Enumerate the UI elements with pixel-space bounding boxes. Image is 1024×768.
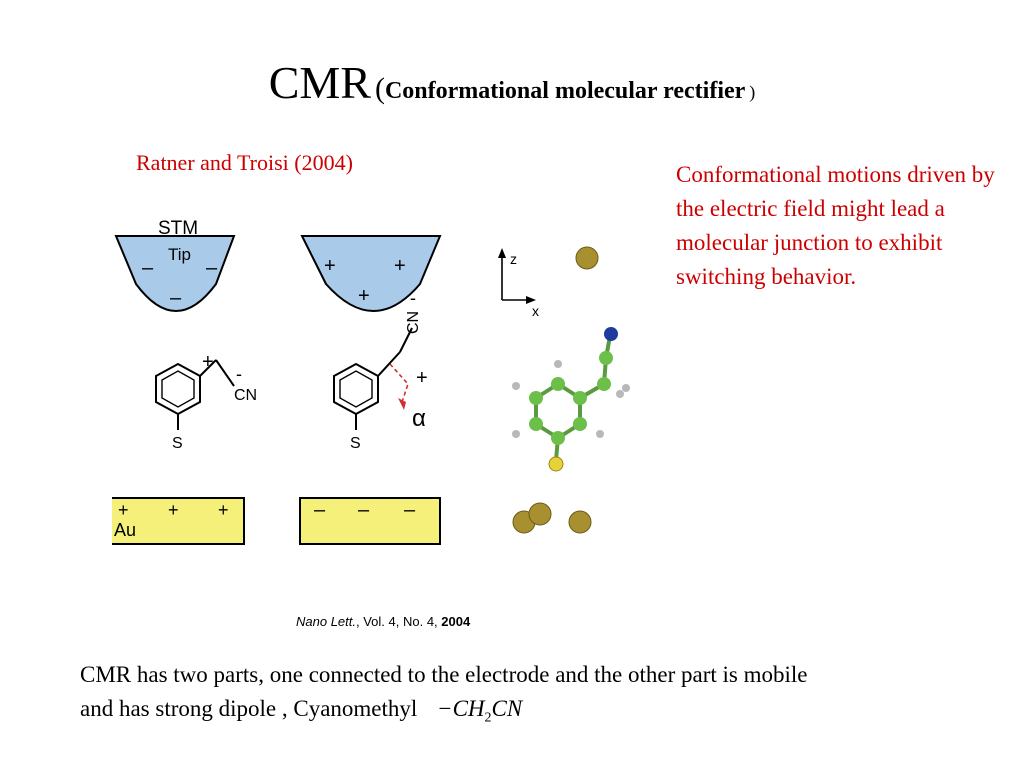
carbon-atom-6 xyxy=(529,391,543,405)
body-text: CMR has two parts, one connected to the … xyxy=(80,662,808,721)
reference-journal: Nano Lett. xyxy=(296,614,356,629)
tip-left-minus-3: – xyxy=(170,287,182,309)
au-right-minus-1: – xyxy=(314,499,326,521)
tip-right-plus-3: + xyxy=(358,285,370,307)
au-left-plus-2: + xyxy=(168,500,179,520)
title-close-paren: ) xyxy=(749,82,756,102)
au-electrode-left xyxy=(109,497,245,545)
tip-right-plus-1: + xyxy=(324,255,336,277)
slide-title: CMR (Conformational molecular rectifier … xyxy=(0,56,1024,109)
stm-tip-left xyxy=(114,235,236,312)
reference-details: , Vol. 4, No. 4, xyxy=(356,614,442,629)
carbon-atom-5 xyxy=(529,417,543,431)
hydrogen-atom-1 xyxy=(512,382,520,390)
sulfur-atom xyxy=(548,456,564,472)
mol-right-plus: + xyxy=(416,367,428,389)
axis-z-arrow xyxy=(498,248,506,258)
carbon-atom-2 xyxy=(573,391,587,405)
body-paragraph: CMR has two parts, one connected to the … xyxy=(80,658,840,736)
alpha-label: α xyxy=(412,405,426,432)
s-label-right: S xyxy=(350,435,361,452)
journal-reference: Nano Lett., Vol. 4, No. 4, 2004 xyxy=(296,614,470,629)
reference-year: 2004 xyxy=(441,614,471,629)
benzene-inner-right xyxy=(339,370,373,408)
hydrogen-atom-4 xyxy=(512,430,520,438)
hydrogen-atom-2 xyxy=(554,360,562,368)
gold-atom-2 xyxy=(528,502,552,526)
title-open-paren: ( xyxy=(374,72,385,105)
au-label: Au xyxy=(114,520,136,540)
au-left-plus-3: + xyxy=(218,500,229,520)
figure-svg: STM Tip – – – + - CN S + + + Au + + + - xyxy=(109,218,630,545)
s-label-left: S xyxy=(172,435,183,452)
benzene-ring-left xyxy=(155,362,201,416)
carbon-atom-4 xyxy=(551,431,565,445)
au-right-minus-2: – xyxy=(358,499,370,521)
gold-atom-top xyxy=(575,246,599,270)
stm-label: STM xyxy=(158,218,198,239)
carbon-atom-1 xyxy=(551,377,565,391)
bond-ring-ch2-left xyxy=(199,359,217,377)
formula-prefix: −CH xyxy=(437,696,485,721)
cn-label-left: CN xyxy=(234,387,257,404)
rotation-arrow xyxy=(389,363,409,403)
side-note: Conformational motions driven by the ele… xyxy=(676,162,995,289)
citation: Ratner and Troisi (2004) xyxy=(136,150,353,175)
cyanomethyl-formula: −CH2CN xyxy=(437,696,523,726)
hydrogen-atom-6 xyxy=(622,384,630,392)
formula-subscript: 2 xyxy=(484,710,492,726)
tip-left-minus-1: – xyxy=(142,257,154,279)
molecule-figure: STM Tip – – – + - CN S + + + Au + + + - xyxy=(109,198,652,588)
axis-z-label: z xyxy=(510,251,517,267)
benzene-inner-left xyxy=(161,370,195,408)
benzene-ring-right xyxy=(333,362,379,416)
bond-ch2-cn-left xyxy=(215,359,235,387)
rotation-arrow-head xyxy=(398,398,406,410)
au-right-minus-3: – xyxy=(404,499,416,521)
bond-ring-ch2-right xyxy=(377,351,401,377)
hydrogen-atom-5 xyxy=(616,390,624,398)
mol-left-plus: + xyxy=(202,351,214,373)
tip-label: Tip xyxy=(168,245,191,264)
title-subtitle: Conformational molecular rectifier xyxy=(384,78,746,104)
title-main: CMR xyxy=(268,57,371,108)
au-left-plus-1: + xyxy=(118,500,129,520)
cn-label-right: CN xyxy=(405,311,422,334)
mol-left-minus: - xyxy=(236,364,242,384)
carbon-atom-3 xyxy=(573,417,587,431)
nitrogen-atom xyxy=(604,327,618,341)
axis-x-arrow xyxy=(526,296,536,304)
carbon-atom-ch2 xyxy=(597,377,611,391)
formula-suffix: CN xyxy=(491,696,523,721)
mol-right-minus: - xyxy=(410,288,416,308)
carbon-atom-cn xyxy=(599,351,613,365)
gold-atom-3 xyxy=(568,510,592,534)
bond-ch2-cn-right xyxy=(399,327,413,353)
tip-left-minus-2: – xyxy=(206,257,218,279)
stm-tip-right xyxy=(300,235,442,312)
tip-right-plus-2: + xyxy=(394,255,406,277)
au-electrode-right xyxy=(299,497,441,545)
axis-x-label: x xyxy=(532,303,539,319)
hydrogen-atom-3 xyxy=(596,430,604,438)
